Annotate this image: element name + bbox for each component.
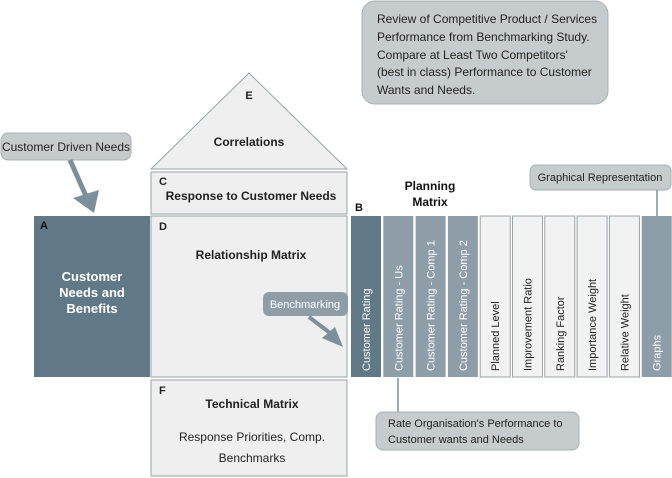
- section-e-letter: E: [245, 90, 252, 102]
- section-a-line-2: Needs and: [59, 285, 125, 300]
- competitive-review-line-2: Performance from Benchmarking Study.: [377, 30, 590, 44]
- planning-column-9: Graphs: [641, 216, 672, 377]
- planning-column-cell: [479, 215, 511, 378]
- planning-column-4: Planned Level: [479, 215, 511, 378]
- section-b-letter: B: [355, 202, 363, 214]
- rate-organisation-callout: Rate Organisation's Performance to Custo…: [375, 411, 580, 451]
- competitive-review-line-1: Review of Competitive Product / Services: [377, 12, 597, 26]
- rate-organisation-line-1: Rate Organisation's Performance to: [388, 418, 563, 430]
- planning-column-cell: [641, 216, 672, 377]
- planning-column-3: Customer Rating - Comp 2: [447, 216, 478, 377]
- planning-column-label: Improvement Ratio: [523, 278, 535, 371]
- customer-driven-needs-callout: Customer Driven Needs: [0, 132, 132, 161]
- section-f-subtitle-line-2: Benchmarks: [219, 451, 286, 465]
- section-a-line-1: Customer: [62, 269, 123, 284]
- planning-matrix-title-line-2: Matrix: [412, 195, 448, 209]
- section-d-title: Relationship Matrix: [196, 248, 307, 262]
- planning-column-0: Customer Rating: [351, 216, 381, 377]
- planning-column-cell: [415, 216, 446, 377]
- planning-column-6: Ranking Factor: [544, 215, 576, 378]
- planning-column-7: Importance Weight: [576, 215, 608, 378]
- section-f-letter: F: [159, 385, 166, 397]
- planning-column-cell: [608, 215, 640, 378]
- planning-column-label: Ranking Factor: [555, 296, 567, 371]
- section-f-subtitle-line-1: Response Priorities, Comp.: [179, 430, 325, 444]
- customer-driven-needs-arrow-head: [73, 190, 99, 213]
- planning-column-label: Planned Level: [490, 301, 502, 371]
- planning-column-cell: [576, 215, 608, 378]
- planning-column-label: Customer Rating: [361, 288, 373, 371]
- competitive-review-line-5: Wants and Needs.: [377, 83, 475, 97]
- benchmarking-callout: Benchmarking: [263, 292, 348, 316]
- section-c-title: Response to Customer Needs: [166, 189, 337, 203]
- customer-driven-needs-arrow-shaft: [67, 158, 89, 198]
- planning-column-2: Customer Rating - Comp 1: [415, 216, 446, 377]
- section-a-customer-needs: A Customer Needs and Benefits: [34, 216, 150, 377]
- planning-column-8: Relative Weight: [608, 215, 640, 378]
- planning-column-cell: [447, 216, 478, 377]
- section-c-response: C Response to Customer Needs: [150, 171, 348, 215]
- planning-column-label: Customer Rating - Comp 1: [426, 240, 438, 371]
- planning-column-label: Customer Rating - Us: [393, 265, 405, 371]
- planning-column-cell: [351, 216, 381, 377]
- section-a-letter: A: [40, 220, 48, 232]
- benchmarking-arrow-shaft: [307, 315, 332, 335]
- planning-column-cell: [512, 215, 543, 378]
- planning-column-label: Graphs: [652, 334, 664, 371]
- planning-column-label: Relative Weight: [619, 294, 631, 371]
- competitive-review-line-4: (best in class) Performance to Customer: [377, 65, 592, 79]
- section-e-title: Correlations: [214, 135, 285, 149]
- planning-matrix-title-line-1: Planning: [405, 179, 456, 193]
- customer-driven-needs-label: Customer Driven Needs: [2, 140, 130, 154]
- section-a-line-3: Benefits: [66, 301, 117, 316]
- section-f-title: Technical Matrix: [205, 397, 298, 411]
- planning-column-cell: [544, 215, 576, 378]
- rate-organisation-line-2: Customer wants and Needs: [388, 434, 524, 446]
- planning-column-label: Customer Rating - Comp 2: [458, 240, 470, 371]
- planning-column-cell: [383, 216, 414, 377]
- planning-column-5: Improvement Ratio: [512, 215, 543, 378]
- section-c-letter: C: [159, 176, 167, 188]
- planning-matrix-columns: Customer Rating Customer Rating - Us Custo…: [351, 215, 672, 378]
- benchmarking-label: Benchmarking: [270, 299, 340, 311]
- section-f-technical-matrix: F Technical Matrix Response Priorities, …: [150, 379, 348, 477]
- competitive-review-callout: Review of Competitive Product / Services…: [361, 0, 609, 105]
- benchmarking-arrow-head: [322, 327, 343, 347]
- competitive-review-line-3: Compare at Least Two Competitors': [377, 48, 568, 62]
- section-e-correlations: E Correlations: [149, 72, 349, 170]
- graphical-representation-callout: Graphical Representation: [529, 164, 672, 191]
- planning-column-label: Importance Weight: [587, 279, 599, 371]
- section-d-letter: D: [159, 221, 167, 233]
- graphical-representation-label: Graphical Representation: [538, 172, 663, 184]
- planning-column-1: Customer Rating - Us: [383, 216, 414, 377]
